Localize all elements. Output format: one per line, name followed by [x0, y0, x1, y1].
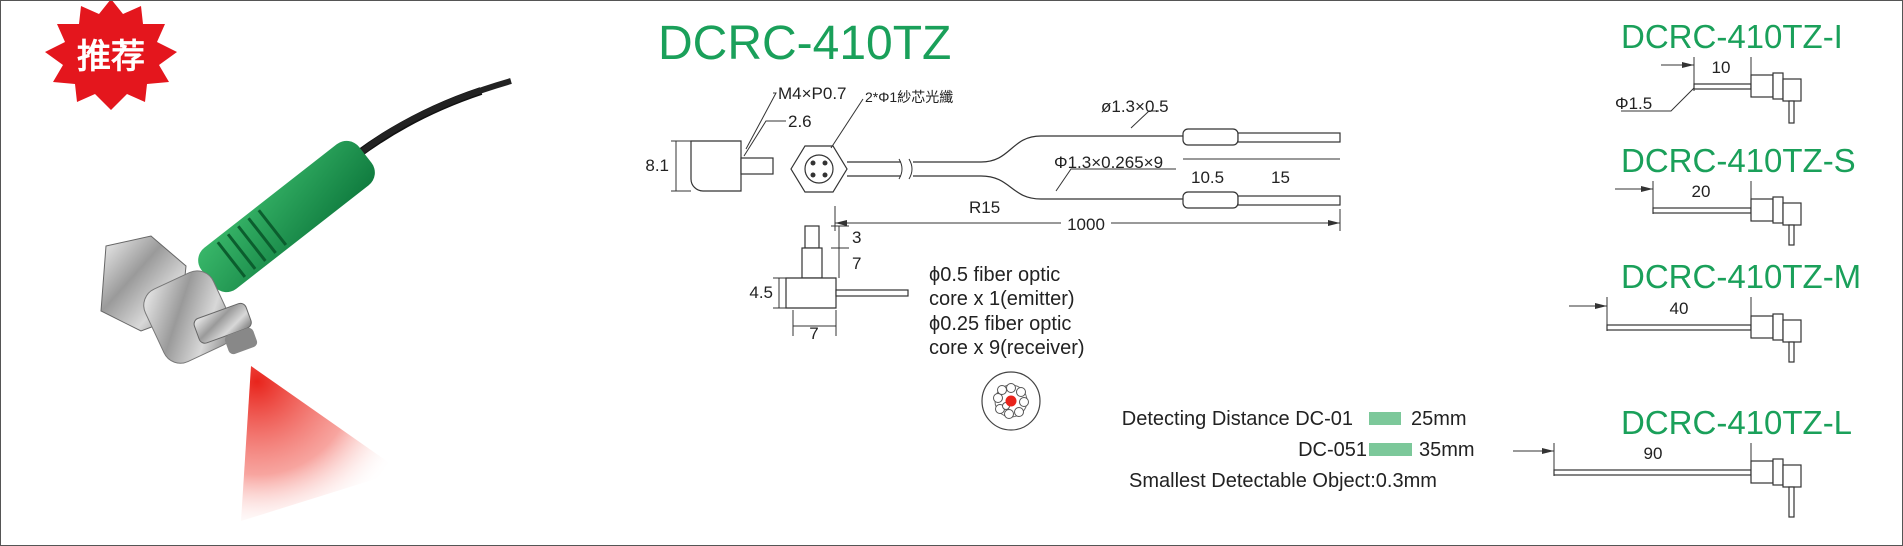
main-title: DCRC-410TZ	[658, 17, 951, 70]
fiber-cross-section-icon	[981, 371, 1041, 431]
dim-7-vertical: 7	[852, 254, 861, 273]
spec-line-1: ϕ0.5 fiber optic	[929, 264, 1060, 286]
variant-i-diameter: Φ1.5	[1615, 94, 1652, 113]
badge-text: 推荐	[77, 38, 145, 76]
green-sleeve	[198, 140, 375, 293]
variant-l: DCRC-410TZ-L 90	[1513, 404, 1852, 518]
smallest-object: Smallest Detectable Object:0.3mm	[1129, 470, 1437, 492]
recommend-badge: 推荐	[45, 1, 177, 110]
spec-line-2: core x 1(emitter)	[929, 288, 1075, 310]
dim-1-3x0-265x9: Φ1.3×0.265×9	[1054, 153, 1163, 172]
variant-i-title: DCRC-410TZ-I	[1621, 18, 1843, 55]
dim-2-6: 2.6	[788, 112, 812, 131]
detect-row2-bar	[1369, 443, 1412, 456]
detect-row2-label: DC-051	[1298, 439, 1367, 461]
variant-s: DCRC-410TZ-S 20	[1615, 142, 1856, 246]
dim-1000: 1000	[1067, 215, 1105, 234]
fiber-label: 2*Φ1紗芯光纖	[865, 89, 953, 105]
variant-i: DCRC-410TZ-I 10 Φ1.5	[1615, 18, 1843, 124]
dim-1-3x0-5: ø1.3×0.5	[1101, 97, 1169, 116]
variant-s-length: 20	[1692, 182, 1711, 201]
variant-m-title: DCRC-410TZ-M	[1621, 258, 1861, 295]
fiber-specs: ϕ0.5 fiber optic core x 1(emitter) ϕ0.25…	[929, 264, 1085, 359]
dim-8-1: 8.1	[645, 156, 669, 175]
detect-row1-label: Detecting Distance DC-01	[1122, 408, 1353, 430]
variant-s-title: DCRC-410TZ-S	[1621, 142, 1856, 179]
dim-4-5: 4.5	[749, 283, 773, 302]
variant-i-length: 10	[1712, 58, 1731, 77]
hex-nut	[100, 235, 258, 364]
badge-starburst	[45, 1, 177, 110]
head-side-view	[690, 140, 742, 192]
detect-row2-value: 35mm	[1419, 439, 1475, 461]
light-beam	[241, 366, 401, 521]
detect-row1-bar	[1369, 412, 1401, 425]
thread-stub	[740, 157, 774, 175]
dim-7-horizontal: 7	[809, 324, 818, 343]
spec-line-4: core x 9(receiver)	[929, 337, 1085, 359]
main-drawing: 8.1 2.6 M4×P0.7 2*Φ1紗芯光纖 ø1.3×0.5 Φ1.3×0…	[645, 84, 1341, 343]
spec-line-3: ϕ0.25 fiber optic	[929, 313, 1071, 335]
detection-specs: Detecting Distance DC-01 25mm DC-051 35m…	[1122, 408, 1475, 492]
dim-10-5: 10.5	[1191, 168, 1224, 187]
dim-15: 15	[1271, 168, 1290, 187]
variant-m-length: 40	[1670, 299, 1689, 318]
variant-l-length: 90	[1644, 444, 1663, 463]
variant-l-title: DCRC-410TZ-L	[1621, 404, 1852, 441]
dim-r15: R15	[969, 198, 1000, 217]
detect-row1-value: 25mm	[1411, 408, 1467, 430]
dim-3: 3	[852, 228, 861, 247]
product-photo	[100, 78, 512, 521]
variant-m: DCRC-410TZ-M 40	[1569, 258, 1861, 363]
fiber-cable-2	[343, 78, 512, 169]
thread-label: M4×P0.7	[778, 84, 847, 103]
